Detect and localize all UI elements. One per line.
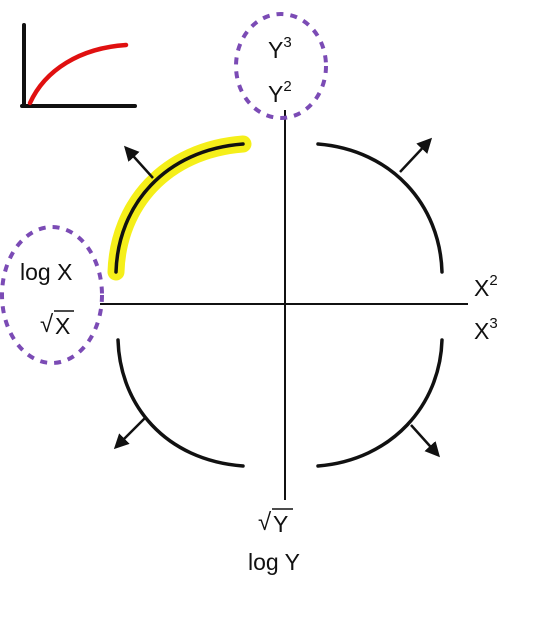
sqrt-x-radicand: X [55,313,70,339]
label-sqrt-y: √ Y [258,508,293,537]
label-sqrt-x: √ X [40,310,74,339]
arrow-bottom-left [113,417,146,450]
label-log-x: log X [20,259,72,285]
arrow-top-left [123,145,154,179]
arrow-top-right [399,137,433,173]
sqrt-y-radical: √ [258,509,272,536]
curve-top-left [114,142,245,274]
sqrt-x-radical: √ [40,311,54,338]
curve-bottom-left [116,338,245,468]
label-y-cubed: Y3 [268,34,292,63]
sqrt-y-radicand: Y [273,511,288,537]
label-log-y: log Y [248,549,300,575]
circle-left-labels [0,225,104,365]
inset-red-curve [27,42,129,106]
curve-bottom-right [316,338,444,468]
inset-sketch [20,23,137,108]
label-x-cubed: X3 [474,315,498,344]
label-y-squared: Y2 [268,78,292,107]
arrow-bottom-right [410,424,441,458]
circle-top-labels [234,12,328,120]
label-x-squared: X2 [474,272,498,301]
curve-top-right [316,142,444,274]
